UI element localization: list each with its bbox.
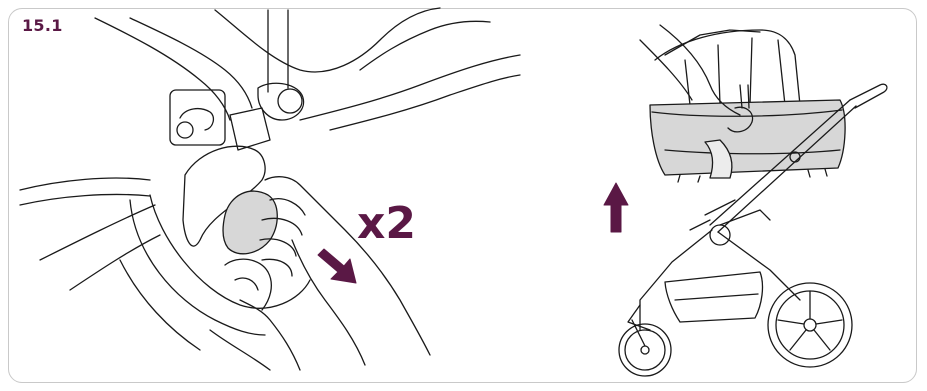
arrow-down-right-icon	[318, 249, 356, 283]
left-detail-drawing	[20, 8, 520, 370]
step-number: 15.1	[22, 16, 63, 35]
right-stroller-drawing	[619, 25, 887, 376]
arrow-up-icon	[604, 183, 628, 232]
repeat-count: x2	[357, 198, 416, 249]
